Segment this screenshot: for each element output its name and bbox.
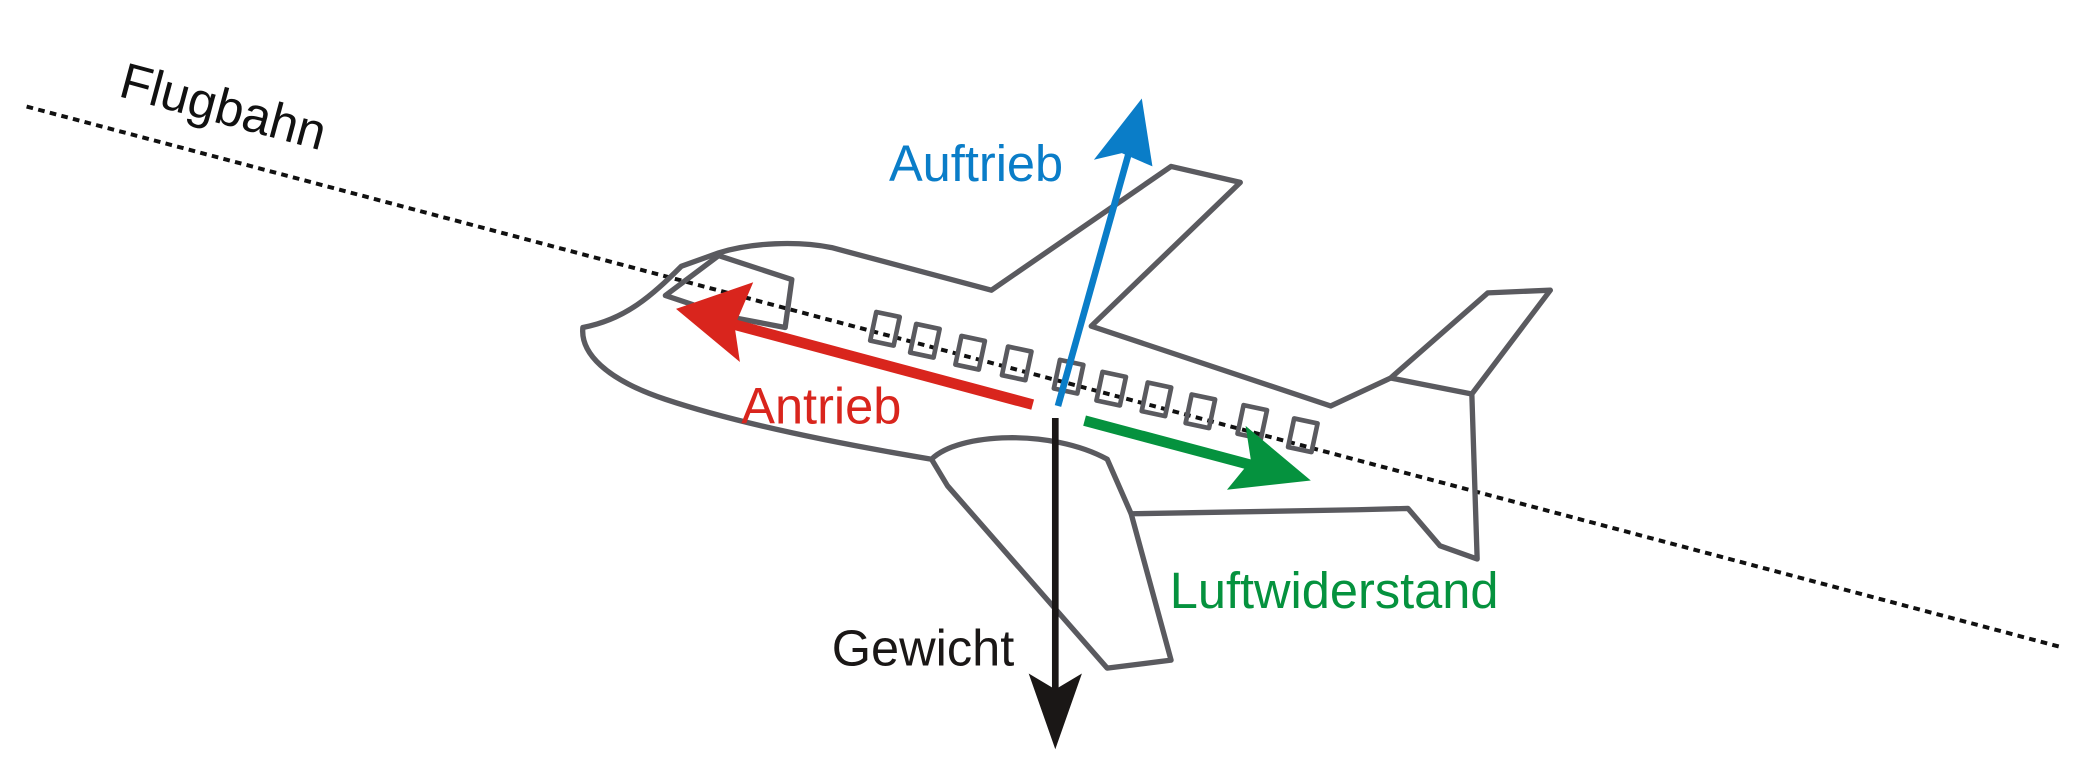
tail-outline — [1390, 375, 1473, 397]
thrust-label: Antrieb — [741, 377, 901, 434]
weight-arrow — [1028, 417, 1082, 750]
flight-path-line — [26, 104, 2061, 649]
drag-arrow — [1083, 415, 1311, 490]
thrust-arrow — [676, 282, 1035, 410]
weight-label: Gewicht — [832, 619, 1015, 676]
flight-path-label: Flugbahn — [114, 51, 332, 161]
wing-outline — [929, 435, 1134, 515]
drag-label: Luftwiderstand — [1170, 562, 1499, 619]
fuselage-outline — [580, 163, 1554, 671]
lift-label: Auftrieb — [889, 135, 1063, 192]
lift-arrow — [1054, 98, 1153, 407]
